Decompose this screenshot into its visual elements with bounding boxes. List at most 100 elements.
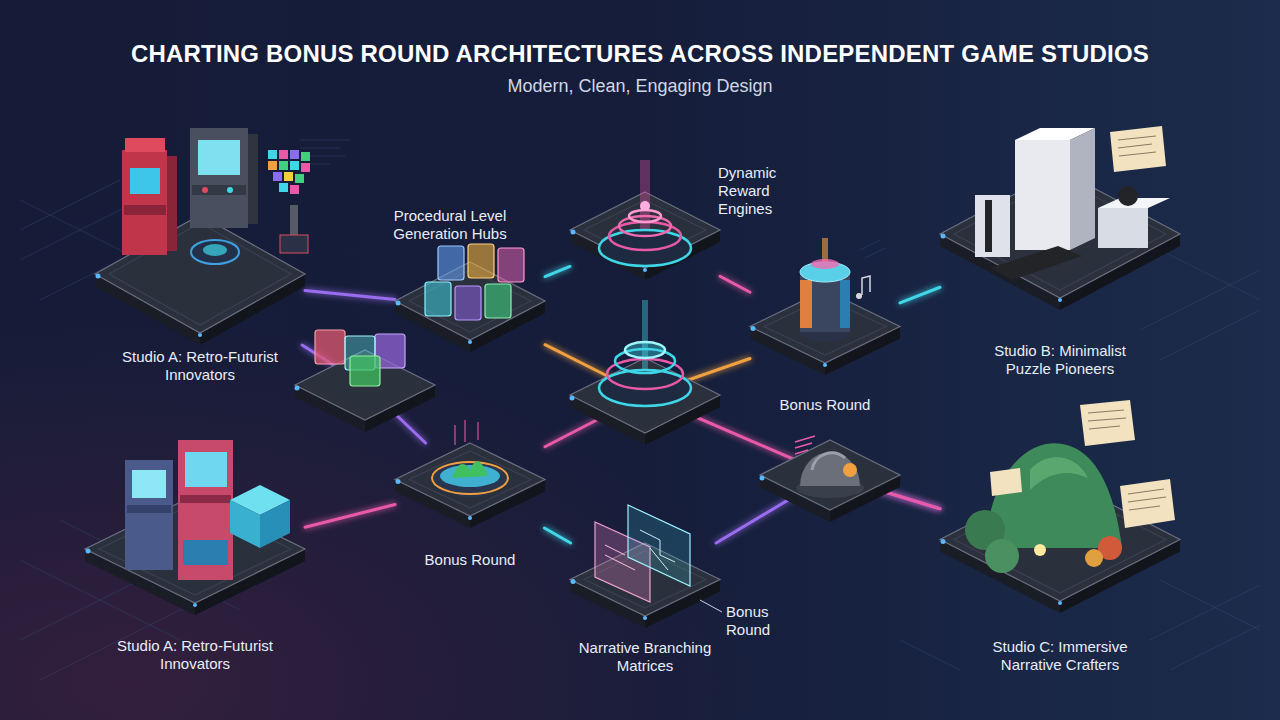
narrative-rock — [1088, 410, 1126, 429]
minimalist-block — [1118, 186, 1138, 206]
plain-platform — [760, 476, 765, 481]
hologram-rings — [609, 222, 681, 250]
branching-panel — [628, 505, 690, 586]
hologram-rings — [629, 210, 661, 222]
node-label: Dynamic Reward Engines — [718, 164, 790, 218]
minimalist-block — [1015, 140, 1070, 250]
node-label: Bonus Round — [395, 551, 545, 569]
hologram-rings — [615, 349, 675, 373]
platform-top — [570, 543, 720, 616]
platform-top — [395, 262, 545, 340]
arcade-cabinet — [125, 138, 165, 152]
branching-panel — [605, 545, 635, 570]
platform-shape — [85, 495, 305, 615]
branching-panel — [595, 505, 722, 612]
bonus-cylinder — [862, 276, 870, 295]
hologram-rings — [625, 342, 665, 358]
platform-top — [940, 478, 1180, 601]
arcade-cabinet — [132, 470, 166, 498]
narrative-rock — [1030, 457, 1088, 490]
hologram-rings — [640, 201, 650, 211]
glass-cube — [350, 356, 380, 386]
platform-bevel — [99, 503, 291, 595]
narrative-rock — [1034, 544, 1046, 556]
bonus-bowl — [455, 420, 478, 445]
arcade-cabinet — [290, 161, 299, 170]
bonus-cylinder — [800, 322, 850, 342]
connector-line — [544, 528, 570, 543]
platform-light — [193, 603, 197, 607]
arcade-cabinet — [127, 505, 171, 513]
platform-node: Studio A: Retro-Futurist Innovators — [95, 215, 305, 345]
node-label: Studio A: Retro-Futurist Innovators — [105, 637, 285, 673]
dome-device — [800, 452, 860, 486]
platform-bevel — [954, 486, 1166, 593]
plain-platform — [645, 395, 720, 445]
glass-cube — [345, 336, 375, 370]
node-label: Studio C: Immersive Narrative Crafters — [975, 638, 1145, 674]
platform-light — [198, 333, 202, 337]
narrative-rock — [985, 443, 1122, 548]
grid-lines — [20, 140, 1260, 680]
arcade-cabinet — [190, 128, 248, 228]
platform-light — [643, 616, 647, 620]
platform-shape — [570, 543, 720, 628]
platform-node: Studio B: Minimalist Puzzle Pioneers — [940, 170, 1180, 310]
dome-device — [812, 453, 845, 470]
narrative-rock — [965, 510, 1005, 550]
platform-top — [570, 192, 720, 268]
plain-platform — [295, 385, 365, 432]
arcade-cabinet — [125, 440, 290, 580]
platform-shape — [395, 443, 545, 528]
hologram-rings — [599, 230, 691, 266]
platform-light — [571, 579, 576, 584]
arcade-cabinet — [279, 150, 288, 159]
dome-device — [843, 463, 857, 477]
platform-node: Narrative Branching Matrices — [570, 543, 720, 628]
arcade-cabinet — [130, 168, 160, 194]
arcade-cabinet — [295, 174, 304, 183]
platform-top — [750, 290, 900, 363]
platform-bevel — [584, 200, 706, 260]
platform-bevel — [409, 270, 531, 332]
hologram-rings — [642, 300, 648, 370]
platform-light — [941, 539, 946, 544]
diagram-title: CHARTING BONUS ROUND ARCHITECTURES ACROS… — [0, 40, 1280, 68]
arcade-cabinet — [248, 134, 258, 224]
connector-line — [720, 276, 750, 292]
platform-light — [751, 326, 756, 331]
minimalist-block — [1015, 128, 1095, 140]
platform-light — [643, 268, 647, 272]
minimalist-block — [1098, 208, 1148, 248]
hologram-rings — [607, 359, 683, 389]
glass-cube — [468, 244, 494, 278]
minimalist-block — [1070, 128, 1095, 250]
platform-light — [823, 363, 827, 367]
arcade-cabinet — [191, 240, 239, 264]
arcade-cabinet — [180, 495, 231, 503]
grid-lines — [900, 250, 1260, 670]
plain-platform — [570, 396, 575, 401]
arcade-cabinet — [290, 185, 299, 194]
plain-platform — [830, 475, 900, 522]
platform-shape — [940, 170, 1180, 310]
glass-cube — [498, 248, 524, 282]
bonus-cylinder — [800, 280, 812, 328]
minimalist-block — [985, 200, 992, 252]
bonus-cylinder — [856, 293, 862, 299]
platform-bevel — [409, 451, 531, 508]
arcade-cabinet — [183, 540, 228, 565]
arcade-cabinet — [124, 205, 166, 215]
platform-top — [395, 443, 545, 516]
connector-line — [305, 291, 395, 300]
platform-light — [1058, 601, 1062, 605]
bonus-bowl — [432, 480, 508, 498]
minimalist-block — [1118, 136, 1156, 156]
glass-cube — [315, 330, 405, 386]
branching-panel — [700, 600, 722, 612]
platform-bevel — [954, 178, 1166, 290]
connector-line — [716, 475, 940, 543]
bonus-cylinder — [840, 280, 850, 328]
plain-platform — [570, 358, 720, 433]
